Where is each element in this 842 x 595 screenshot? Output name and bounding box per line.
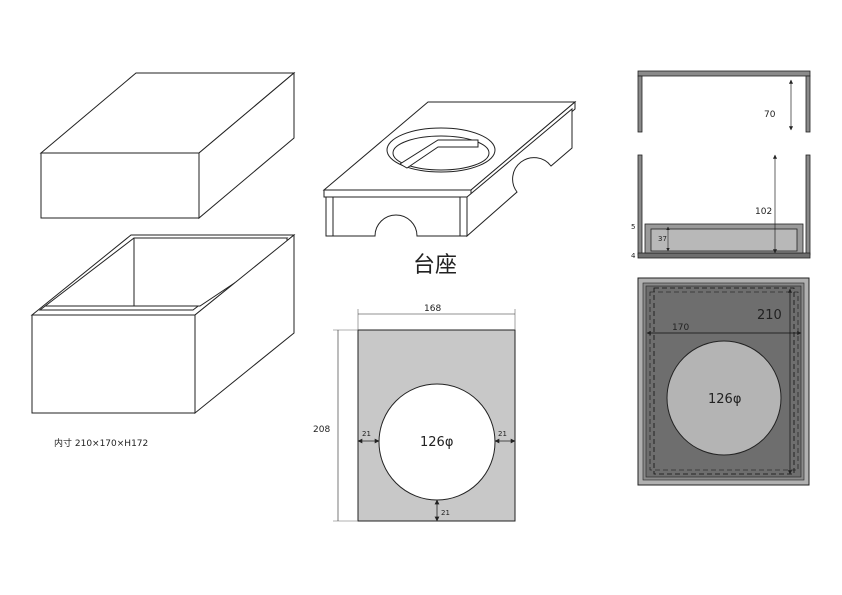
plan-hole — [666, 340, 782, 456]
stand-title: 台座 — [413, 253, 457, 278]
stand-front-face — [325, 196, 468, 237]
dim-4-label: 4 — [631, 252, 636, 260]
plan-dashed-outline-2 — [649, 291, 799, 471]
stand-hole-bracket — [399, 139, 479, 169]
inner-size-label: 内寸 210×170×H172 — [54, 437, 148, 449]
plan-drawing — [637, 277, 810, 486]
section-stand-inner — [650, 228, 798, 252]
plan-hole-label: 126φ — [708, 392, 741, 407]
plate-drawing — [333, 309, 516, 522]
box-side-face — [194, 233, 295, 415]
plan-width-label: 170 — [672, 323, 689, 333]
section-body-floor — [637, 252, 811, 259]
stand-top-edge — [323, 189, 472, 198]
section-drawing — [637, 70, 811, 259]
stand-side-face — [466, 107, 573, 238]
margin-bottom-label: 21 — [441, 509, 450, 517]
dim-5-label: 5 — [631, 223, 635, 231]
margin-left-label: 21 — [362, 430, 371, 438]
dim-top-label: 70 — [764, 110, 776, 120]
section-lid-wall-left — [637, 75, 643, 133]
plate-height-label: 208 — [313, 425, 330, 435]
dim-inner-label: 102 — [755, 207, 772, 217]
plate-hole-label: 126φ — [420, 435, 453, 450]
section-body-wall-right — [805, 154, 811, 256]
plan-dashed-outline — [653, 287, 795, 475]
plan-length-label: 210 — [757, 308, 782, 323]
section-lid-wall-right — [805, 75, 811, 133]
box-drawing — [30, 233, 296, 415]
stand-drawing — [322, 100, 577, 238]
margin-right-label: 21 — [498, 430, 507, 438]
section-lid-top — [637, 70, 811, 77]
stand-top-hole-inner — [392, 135, 490, 171]
plate-width-label: 168 — [424, 304, 441, 314]
lid-side-face — [198, 71, 295, 220]
lid-drawing — [39, 71, 296, 220]
dim-base-label: 37 — [658, 235, 667, 243]
lid-front-face — [40, 152, 200, 219]
box-front-face — [31, 314, 196, 414]
section-body-wall-left — [637, 154, 643, 256]
